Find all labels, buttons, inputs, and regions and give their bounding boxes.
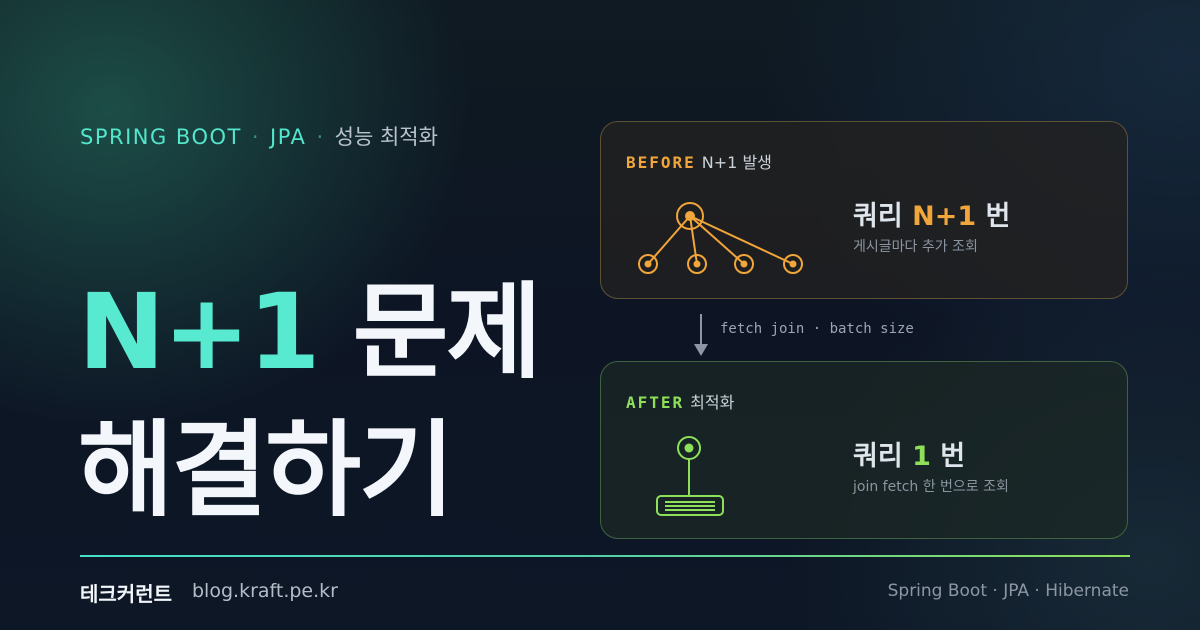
after-description: join fetch 한 번으로 조회 xyxy=(853,479,1009,495)
before-subtitle: N+1 발생 xyxy=(701,153,772,172)
before-query-number: N+1 xyxy=(912,201,977,232)
before-query-prefix: 쿼리 xyxy=(853,201,913,232)
kicker-performance: 성능 최적화 xyxy=(334,125,438,149)
kicker: SPRING BOOT · JPA · 성능 최적화 xyxy=(80,121,438,151)
after-card: AFTER 최적화 쿼리 1 번 join fetch 한 번으로 조회 xyxy=(600,361,1128,539)
before-tag: BEFORE xyxy=(626,153,696,172)
after-query-number: 1 xyxy=(912,441,931,472)
after-card-label: AFTER 최적화 xyxy=(626,389,734,413)
footer-tags: Spring Boot · JPA · Hibernate xyxy=(887,581,1129,601)
after-query-prefix: 쿼리 xyxy=(853,441,913,472)
after-query-suffix: 번 xyxy=(930,441,966,472)
title-rest: 문제 xyxy=(318,271,542,393)
kicker-jpa: JPA xyxy=(270,125,307,149)
transition-label: fetch join · batch size xyxy=(720,321,914,337)
after-query-count: 쿼리 1 번 xyxy=(853,434,965,473)
page-title-line-2: 해결하기 xyxy=(78,409,455,531)
arrow-down-icon xyxy=(690,312,712,362)
blog-domain-link[interactable]: blog.kraft.pe.kr xyxy=(192,580,338,602)
title-accent: N+1 xyxy=(78,271,321,393)
kicker-spring-boot: SPRING BOOT xyxy=(80,125,242,149)
after-subtitle: 최적화 xyxy=(690,393,735,412)
before-query-count: 쿼리 N+1 번 xyxy=(853,194,1010,233)
before-description: 게시글마다 추가 조회 xyxy=(853,239,978,255)
before-card-label: BEFORE N+1 발생 xyxy=(626,149,772,173)
single-query-icon xyxy=(631,434,811,528)
page-title-line-1: N+1 문제 xyxy=(78,280,542,384)
before-query-suffix: 번 xyxy=(976,201,1011,232)
after-tag: AFTER xyxy=(626,393,685,412)
before-card: BEFORE N+1 발생 쿼리 N+1 xyxy=(600,121,1128,299)
brand-name: 테크커런트 xyxy=(80,582,172,606)
tree-graph-icon xyxy=(631,194,811,288)
kicker-separator: · xyxy=(316,125,325,149)
kicker-separator: · xyxy=(251,125,261,149)
footer-divider xyxy=(80,555,1130,557)
